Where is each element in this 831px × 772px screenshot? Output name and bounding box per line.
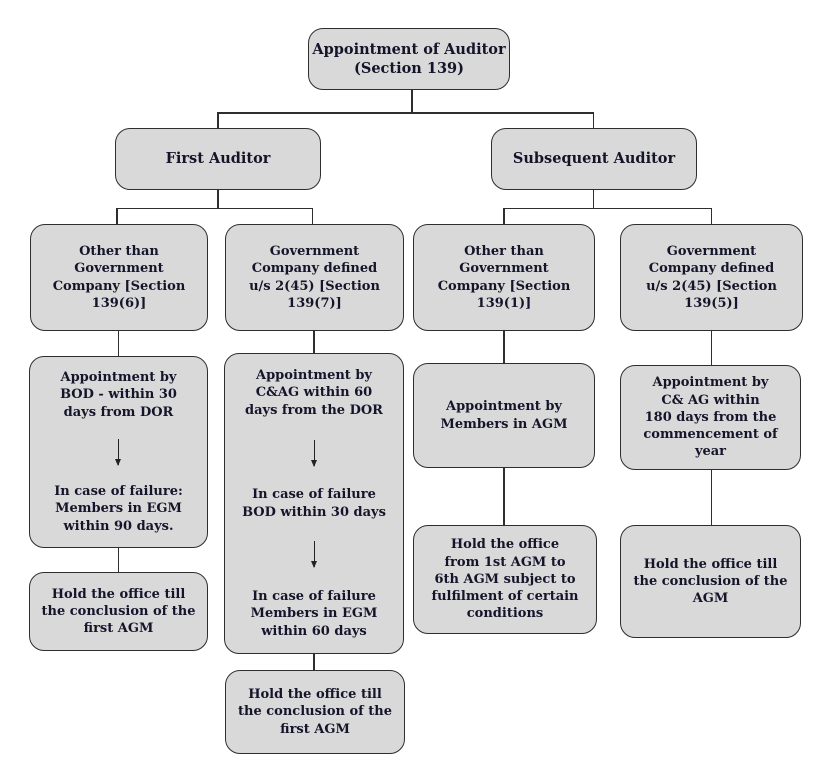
node-subsequent-government-company: Government Company defined u/s 2(45) [Se… <box>620 224 803 331</box>
connector-line <box>503 330 505 364</box>
connector-line <box>710 207 712 225</box>
connector-line <box>117 547 119 573</box>
node-first-govt-appointment-process: Appointment by C&AG within 60 days from … <box>224 353 404 654</box>
connector-line <box>503 467 505 526</box>
node-label: Other than Government Company [Section 1… <box>437 243 571 311</box>
process-step: Appointment by BOD - within 30 days from… <box>60 370 177 420</box>
node-label: Appointment by C& AG within 180 days fro… <box>643 375 778 460</box>
node-label: Appointment by Members in AGM <box>440 399 568 432</box>
connector-line <box>313 653 315 671</box>
process-step: In case of failure BOD within 30 days <box>242 487 386 520</box>
node-subsequent-other-hold-office: Hold the office from 1st AGM to 6th AGM … <box>413 525 597 634</box>
connector-line <box>503 207 712 209</box>
node-subsequent-other-appointment: Appointment by Members in AGM <box>413 363 595 468</box>
node-label: Government Company defined u/s 2(45) [Se… <box>646 243 777 311</box>
node-first-other-hold-office: Hold the office till the conclusion of t… <box>29 572 208 651</box>
connector-line <box>217 112 219 129</box>
node-first-government-company: Government Company defined u/s 2(45) [Se… <box>225 224 404 331</box>
process-step: Appointment by C&AG within 60 days from … <box>245 368 383 418</box>
node-subsequent-other-than-government-company: Other than Government Company [Section 1… <box>413 224 595 331</box>
node-label: Other than Government Company [Section 1… <box>52 243 186 311</box>
node-first-auditor: First Auditor <box>115 128 321 190</box>
node-label: Hold the office till the conclusion of t… <box>237 687 393 737</box>
process-step: In case of failure Members in EGM within… <box>250 589 378 639</box>
node-appointment-of-auditor: Appointment of Auditor (Section 139) <box>308 28 510 90</box>
down-arrow-icon <box>310 541 317 569</box>
connector-line <box>116 207 313 209</box>
process-step: In case of failure: Members in EGM withi… <box>54 484 183 534</box>
connector-line <box>313 330 315 354</box>
node-first-other-appointment-process: Appointment by BOD - within 30 days from… <box>29 356 208 548</box>
node-label: Appointment of Auditor (Section 139) <box>312 40 506 77</box>
node-subsequent-govt-appointment: Appointment by C& AG within 180 days fro… <box>620 365 801 470</box>
node-label: First Auditor <box>165 150 271 168</box>
connector-line <box>710 330 712 366</box>
connector-line <box>411 90 413 113</box>
connector-line <box>503 207 505 225</box>
connector-line <box>710 469 712 526</box>
connector-line <box>592 112 594 129</box>
connector-line <box>311 207 313 225</box>
node-label: Hold the office till the conclusion of t… <box>41 586 196 637</box>
connector-line <box>116 207 118 225</box>
connector-line <box>217 189 219 209</box>
node-subsequent-govt-hold-office: Hold the office till the conclusion of t… <box>620 525 801 638</box>
node-label: Government Company defined u/s 2(45) [Se… <box>249 243 380 311</box>
node-first-govt-hold-office: Hold the office till the conclusion of t… <box>225 670 405 754</box>
node-label: Hold the office till the conclusion of t… <box>633 556 788 607</box>
node-first-other-than-government-company: Other than Government Company [Section 1… <box>30 224 208 331</box>
connector-line <box>592 189 594 209</box>
down-arrow-icon <box>310 439 317 467</box>
connector-line <box>117 330 119 356</box>
connector-line <box>217 112 594 114</box>
down-arrow-icon <box>115 439 122 466</box>
node-subsequent-auditor: Subsequent Auditor <box>491 128 697 190</box>
node-label: Subsequent Auditor <box>512 150 676 168</box>
node-label: Hold the office from 1st AGM to 6th AGM … <box>431 537 579 622</box>
